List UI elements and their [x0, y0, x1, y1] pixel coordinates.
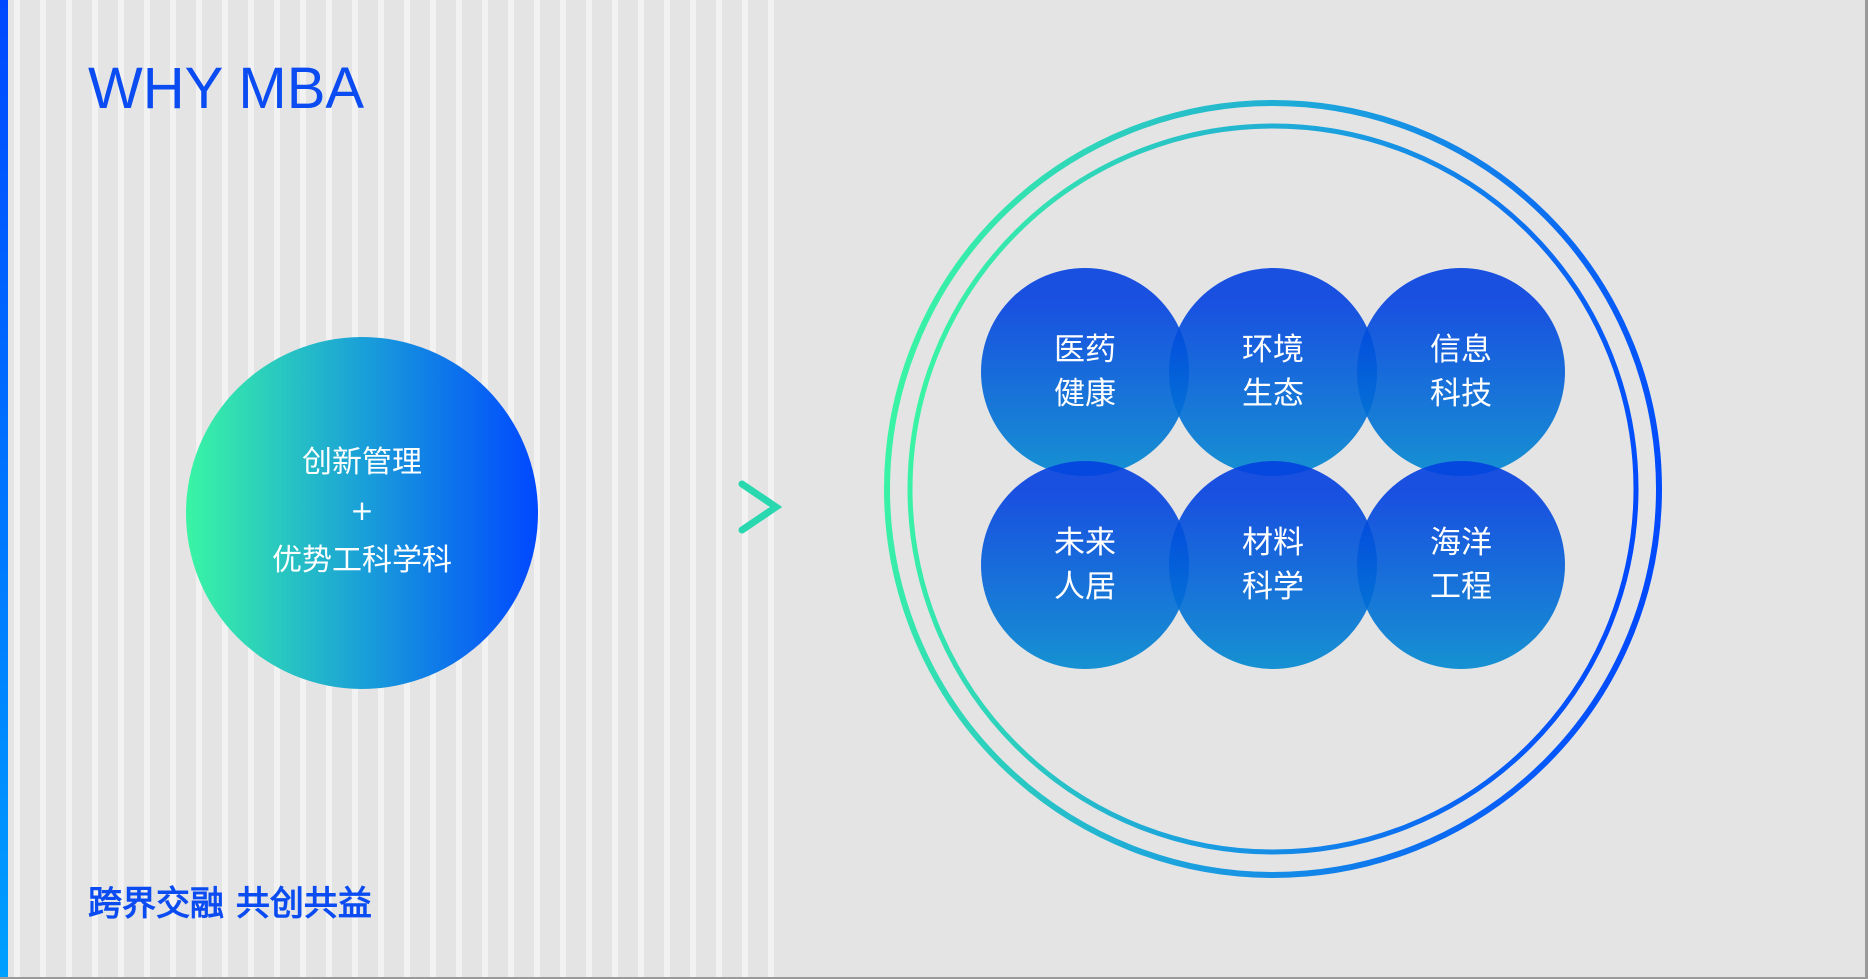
field-circle-shape — [1357, 461, 1565, 669]
bottom-edge — [0, 977, 1868, 979]
field-label-line1: 信息 — [1430, 332, 1492, 368]
field-label-line1: 环境 — [1242, 332, 1304, 368]
field-circle-shape — [1357, 268, 1565, 476]
field-label-line2: 科学 — [1242, 569, 1304, 605]
field-label-line2: 工程 — [1430, 569, 1492, 605]
field-label-line2: 人居 — [1054, 569, 1116, 605]
field-label-line1: 材料 — [1242, 525, 1304, 561]
inner-ring — [907, 123, 1639, 855]
source-line1: 创新管理 — [302, 445, 422, 480]
plus-sign: + — [350, 494, 373, 527]
field-circle-shape — [1169, 461, 1377, 669]
field-circle-shape — [981, 461, 1189, 669]
arrow-right-icon — [687, 480, 783, 534]
field-label-line1: 海洋 — [1430, 525, 1492, 561]
field-label-line2: 科技 — [1430, 376, 1492, 412]
source-line2: 优势工科学科 — [272, 543, 452, 578]
field-label-line2: 生态 — [1242, 376, 1304, 412]
field-label-line2: 健康 — [1054, 376, 1116, 412]
field-label-line1: 医药 — [1054, 332, 1116, 368]
field-circle-shape — [981, 268, 1189, 476]
left-accent-bar — [0, 0, 8, 979]
field-label-line1: 未来 — [1054, 525, 1116, 561]
tagline: 跨界交融 共创共益 — [88, 884, 372, 924]
field-circle-shape — [1169, 268, 1377, 476]
source-circle: 创新管理 + 优势工科学科 — [186, 337, 538, 689]
right-edge — [1865, 0, 1868, 979]
page-title: WHY MBA — [88, 56, 364, 121]
outer-ring — [884, 100, 1662, 878]
